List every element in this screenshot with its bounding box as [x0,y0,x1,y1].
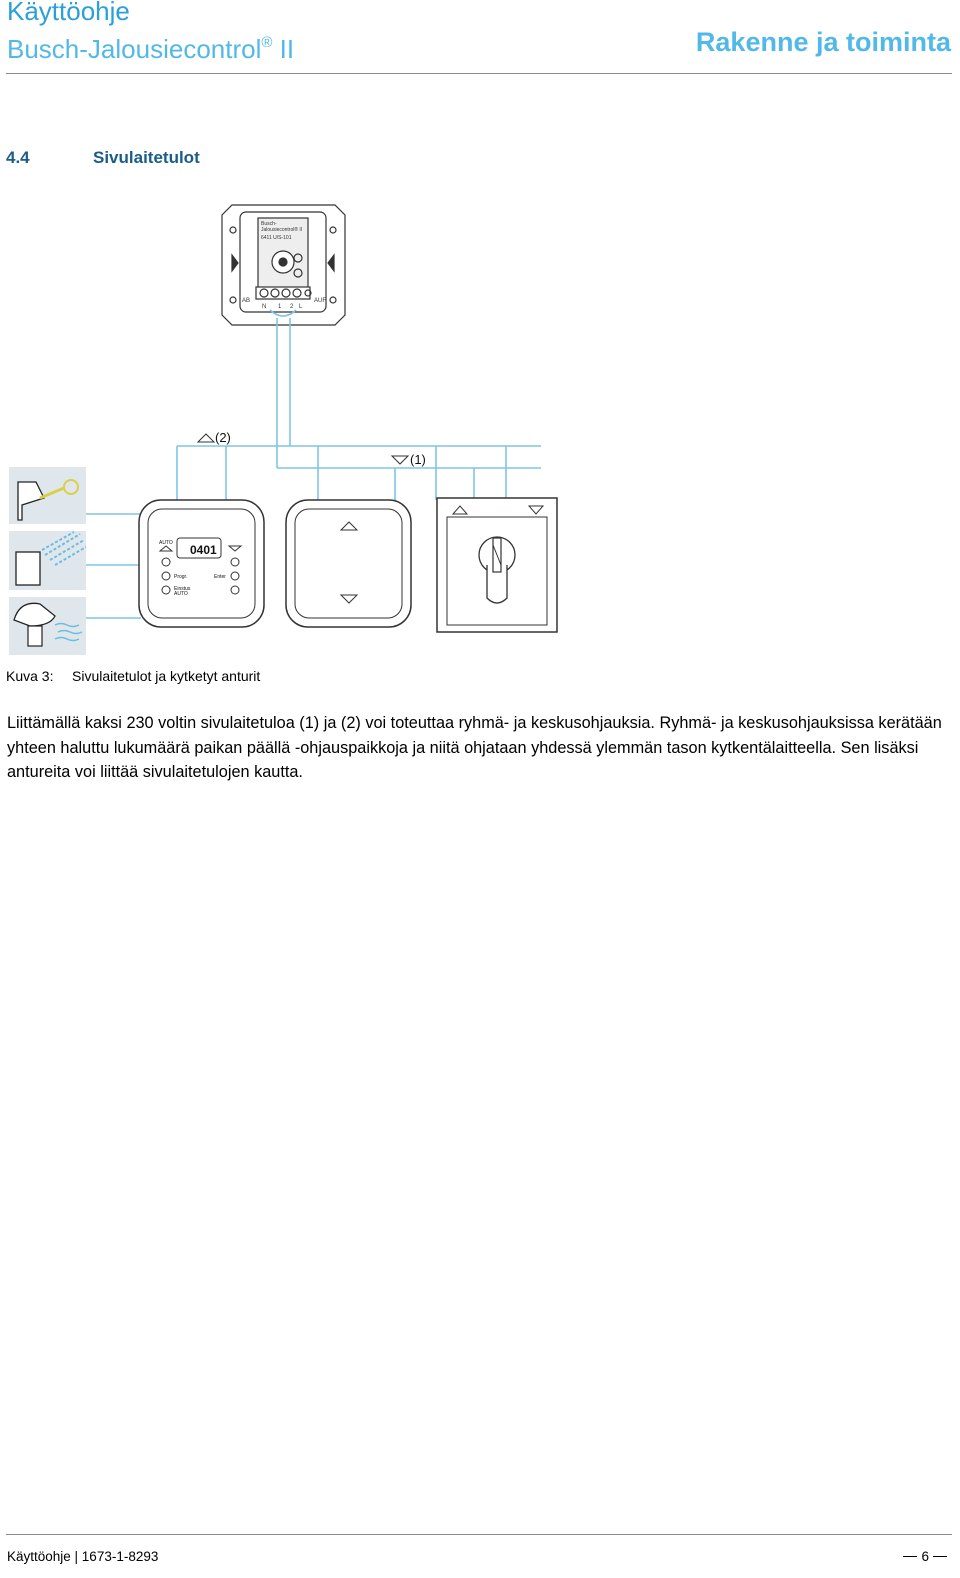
up-triangle-icon [196,433,216,443]
rocker-down-icon [339,594,359,604]
terminal-label-n: N [262,304,266,310]
key-down-icon [527,505,545,515]
terminal-label-2: 2 [290,304,294,310]
timer-device: 0401 AUTO Progr. Enter Einstus AUTO [138,499,265,628]
timer-einstus-label: Einstus [174,586,191,592]
terminal-label-ab: AB [242,298,250,304]
key-up-icon [451,505,469,515]
timer-enter-label: Enter [214,574,226,580]
device-model: 6411 U/S-101 [261,235,292,241]
timer-auto-label: AUTO [159,540,173,546]
device-brand-line2: Jalousiecontrol® II [261,226,302,233]
footer-doc-id: Käyttöohje | 1673-1-8293 [7,1549,159,1564]
section-title: Sivulaitetulot [93,148,200,167]
key-switch-device [436,497,558,633]
terminal-label-l: L [299,304,303,310]
rain-sensor-icon [9,531,87,590]
wiring-diagram: Busch- Jalousiecontrol® II 6411 U/S-101 … [9,204,558,655]
chapter-title: Rakenne ja toiminta [695,27,951,57]
input-label-2: (2) [215,430,231,445]
wiring-figure: Busch- Jalousiecontrol® II 6411 U/S-101 … [0,195,570,665]
footer-dash-left [903,1556,918,1557]
product-name: Busch-Jalousiecontrol® II [7,28,294,64]
section-number: 4.4 [6,148,30,167]
figure-caption-text: Sivulaitetulot ja kytketyt anturit [72,668,261,684]
page-number: 6 [921,1549,929,1564]
footer-dash-right [933,1556,947,1557]
body-paragraph: Liittämällä kaksi 230 voltin sivulaitetu… [7,714,942,782]
wiring-lines [86,309,541,619]
product-suffix: II [272,34,295,64]
rocker-up-icon [339,521,359,531]
footer-page: 6 [899,1549,951,1564]
document-title: Käyttöohje [7,0,130,26]
footer-divider [6,1534,952,1535]
jalousie-insert-device [221,204,346,326]
timer-display-value: 0401 [190,543,217,557]
wind-sensor-icon [9,597,86,655]
figure-caption-label: Kuva 3: [6,668,54,684]
device-brand: Busch- [261,221,277,227]
terminal-label-1: 1 [278,304,282,310]
input-label-1: (1) [410,452,426,467]
timer-progr-label: Progr. [174,574,187,580]
header-divider [6,73,952,74]
down-triangle-icon [390,455,410,465]
terminal-label-auf: AUF [314,298,326,304]
registered-mark: ® [261,34,273,51]
timer-auto2-label: AUTO [174,591,188,597]
rocker-switch-device [285,499,412,628]
product-name-text: Busch-Jalousiecontrol [7,34,262,64]
sun-sensor-icon [9,467,86,524]
